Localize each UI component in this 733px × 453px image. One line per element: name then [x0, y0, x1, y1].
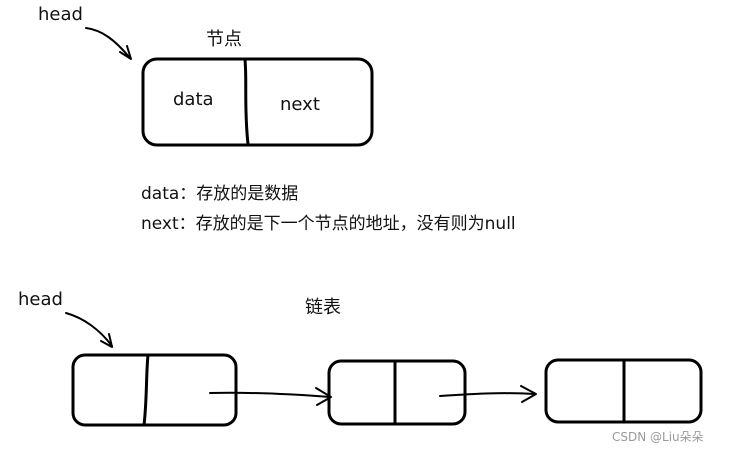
list-arrow-2-head [520, 385, 537, 403]
node-field-data: data [173, 89, 214, 110]
list-arrow-1-head [315, 387, 332, 406]
node-title: 节点 [206, 29, 242, 50]
list-arrow-2 [439, 392, 536, 397]
node-field-next: next [280, 94, 320, 115]
node-box [141, 57, 374, 147]
head-label-bottom: head [18, 289, 63, 310]
description-next: next：存放的是下一个节点的地址，没有则为null [141, 214, 516, 234]
list-node-2 [327, 359, 467, 426]
head-label-top: head [38, 4, 83, 25]
list-node-1-divider [142, 353, 150, 427]
head-pointer-top-arrowhead [119, 45, 132, 60]
description-data: data：存放的是数据 [141, 184, 298, 204]
list-title: 链表 [305, 297, 341, 318]
list-node-1 [71, 353, 238, 427]
head-pointer-bottom [65, 312, 113, 347]
list-arrow-1 [209, 391, 331, 398]
node-divider [243, 58, 250, 146]
watermark: CSDN @Liu朵朵 [612, 430, 704, 444]
head-pointer-bottom-arrowhead [100, 333, 113, 348]
head-pointer-top [85, 27, 131, 59]
